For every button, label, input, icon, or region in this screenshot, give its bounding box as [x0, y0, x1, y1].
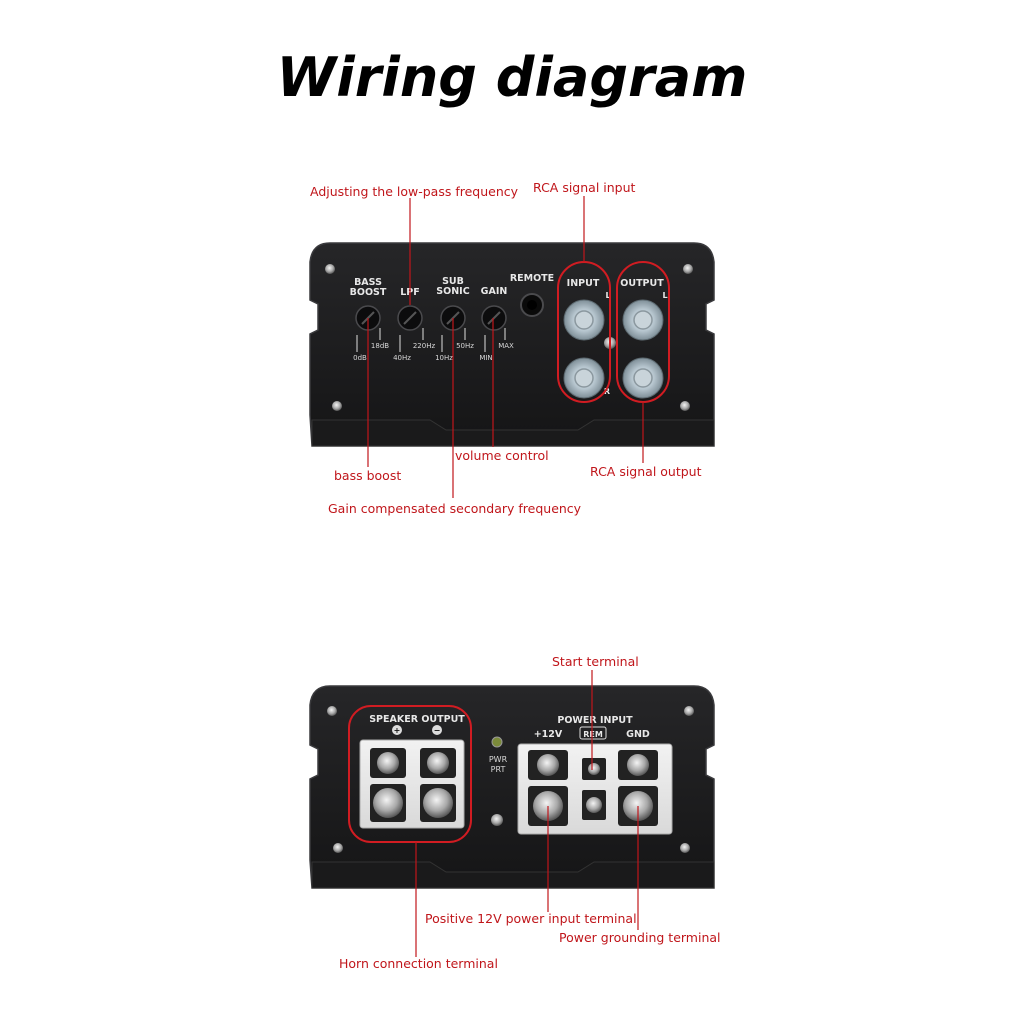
bass-scale-max: 18dB: [371, 342, 389, 350]
annotation-lpf-adjust: Adjusting the low-pass frequency: [310, 184, 519, 199]
annotation-horn-terminal: Horn connection terminal: [339, 956, 498, 971]
sub-scale-max: 50Hz: [456, 342, 474, 350]
bottom-leader-lines: [415, 670, 639, 957]
annotation-start-terminal: Start terminal: [552, 654, 639, 669]
rca-input-left[interactable]: [563, 299, 605, 341]
gain-scale-min: MIN: [479, 354, 492, 362]
remote-jack[interactable]: [520, 293, 544, 317]
screw-icon: [327, 706, 337, 716]
gnd-terminal[interactable]: [618, 750, 658, 826]
lpf-scale-max: 220Hz: [413, 342, 436, 350]
bottom-amplifier-panel: SPEAKER OUTPUT + − PWR PRT POWER INPUT +…: [309, 685, 715, 889]
speaker-minus-terminal[interactable]: [420, 748, 456, 822]
svg-text:+: +: [394, 726, 401, 735]
input-label: INPUT: [567, 278, 600, 289]
pwr-label: PWR: [489, 755, 508, 764]
top-leader-lines: [367, 196, 644, 498]
annotation-volume-control: volume control: [455, 448, 549, 463]
prt-label: PRT: [491, 765, 506, 774]
annotation-rca-output: RCA signal output: [590, 464, 702, 479]
screw-icon: [684, 706, 694, 716]
screw-icon: [325, 264, 335, 274]
screw-icon: [491, 814, 503, 826]
screw-icon: [332, 401, 342, 411]
power-protect-led-icon: [491, 736, 503, 748]
rca-output-left[interactable]: [622, 299, 664, 341]
gain-knob[interactable]: [481, 305, 507, 331]
rca-input-right[interactable]: [563, 357, 605, 399]
sub-sonic-label: SONIC: [436, 286, 469, 297]
input-l-label: L: [605, 291, 610, 300]
annotation-subsonic: Gain compensated secondary frequency: [328, 501, 582, 516]
remote-label: REMOTE: [510, 273, 554, 284]
annotation-bass-boost: bass boost: [334, 468, 402, 483]
power-input-label: POWER INPUT: [557, 715, 633, 726]
output-label: OUTPUT: [620, 278, 664, 289]
sub-sonic-label: SUB: [442, 276, 464, 287]
bass-scale-min: 0dB: [353, 354, 367, 362]
gain-scale-max: MAX: [498, 342, 514, 350]
rem-terminal[interactable]: [582, 758, 606, 820]
screw-icon: [680, 401, 690, 411]
input-r-label: R: [604, 387, 610, 396]
speaker-output-label: SPEAKER OUTPUT: [369, 714, 465, 725]
bass-boost-label: BASS: [354, 277, 382, 288]
annotation-positive-12v: Positive 12V power input terminal: [425, 911, 637, 926]
annotation-rca-input: RCA signal input: [533, 180, 636, 195]
gain-label: GAIN: [481, 286, 508, 297]
speaker-plus-terminal[interactable]: [370, 748, 406, 822]
sub-scale-min: 10Hz: [435, 354, 453, 362]
svg-text:−: −: [434, 726, 441, 735]
screw-icon: [680, 843, 690, 853]
screw-icon: [333, 843, 343, 853]
rca-output-right[interactable]: [622, 357, 664, 399]
output-l-label: L: [662, 291, 667, 300]
screw-icon: [683, 264, 693, 274]
lpf-knob[interactable]: [397, 305, 423, 331]
annotation-power-ground: Power grounding terminal: [559, 930, 721, 945]
top-amplifier-panel: BASS BOOST LPF SUB SONIC GAIN REMOTE: [309, 242, 715, 447]
bass-boost-label: BOOST: [350, 287, 387, 298]
lpf-scale-min: 40Hz: [393, 354, 411, 362]
plus12v-label: +12V: [534, 729, 563, 740]
rem-label: REM: [583, 730, 603, 739]
page-title: Wiring diagram: [276, 46, 748, 109]
gnd-label: GND: [626, 729, 650, 740]
